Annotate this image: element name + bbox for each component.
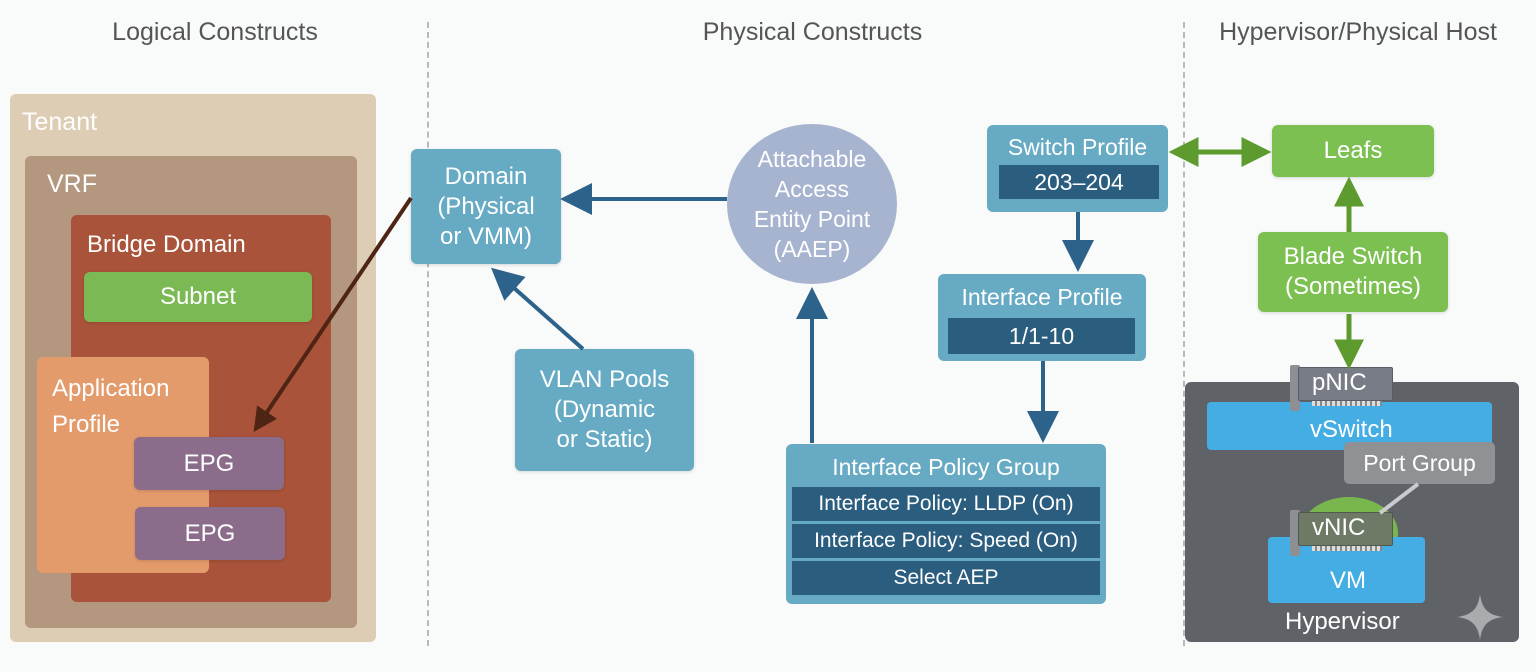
vlan-pools-label: or Static) <box>556 426 653 453</box>
arrow-domain-to-epg <box>253 196 413 432</box>
epg-label: EPG <box>184 519 236 547</box>
subnet-box[interactable]: Subnet <box>84 272 312 322</box>
interface-profile-value: 1/1-10 <box>948 318 1135 354</box>
nic-board <box>1298 512 1393 546</box>
port-group-connector <box>1378 482 1420 515</box>
pnic-card-icon[interactable]: pNIC <box>1290 365 1393 411</box>
nic-bracket <box>1290 365 1300 411</box>
divider-physical-host <box>1183 22 1185 646</box>
epg-label: EPG <box>183 449 235 477</box>
interface-policy-group-box[interactable]: Interface Policy Group Interface Policy:… <box>786 444 1106 604</box>
vnic-label: vNIC <box>1312 514 1366 541</box>
domain-box[interactable]: Domain (Physical or VMM) <box>411 149 561 264</box>
policy-row-select-aep[interactable]: Select AEP <box>792 561 1100 595</box>
policy-row-lldp[interactable]: Interface Policy: LLDP (On) <box>792 487 1100 521</box>
nic-pins <box>1312 401 1382 406</box>
blade-switch-label: Blade Switch <box>1283 243 1423 270</box>
aaep-label: Entity Point <box>753 206 871 232</box>
divider-logical-physical <box>427 22 429 646</box>
interface-policy-group-title: Interface Policy Group <box>832 454 1060 480</box>
aaep-label: Attachable <box>757 146 867 172</box>
section-title-host: Hypervisor/Physical Host <box>1219 18 1497 46</box>
leafs-label: Leafs <box>1323 137 1383 164</box>
switch-profile-box[interactable]: Switch Profile 203–204 <box>987 125 1168 212</box>
port-group-box[interactable]: Port Group <box>1344 442 1495 484</box>
nic-pins <box>1312 546 1382 551</box>
vm-label: VM <box>1330 567 1366 594</box>
domain-label: or VMM) <box>440 222 532 250</box>
vnic-card-icon[interactable]: vNIC <box>1290 510 1393 556</box>
aaep-label: (AAEP) <box>773 236 851 262</box>
vlan-pools-label: (Dynamic <box>553 396 656 423</box>
interface-profile-title: Interface Profile <box>961 284 1123 310</box>
policy-row-speed[interactable]: Interface Policy: Speed (On) <box>792 524 1100 558</box>
vlan-pools-label: VLAN Pools <box>539 366 670 393</box>
sparkle-icon <box>1457 594 1503 640</box>
leafs-box[interactable]: Leafs <box>1272 125 1434 177</box>
vrf-label: VRF <box>47 170 97 198</box>
switch-profile-value: 203–204 <box>999 165 1159 199</box>
switch-profile-title: Switch Profile <box>1007 134 1148 160</box>
epg-box[interactable]: EPG <box>134 437 284 490</box>
section-title-physical: Physical Constructs <box>702 18 923 46</box>
vlan-pools-box[interactable]: VLAN Pools (Dynamic or Static) <box>515 349 694 471</box>
nic-bracket <box>1290 510 1300 556</box>
vswitch-label: vSwitch <box>1310 416 1393 443</box>
port-group-label: Port Group <box>1363 449 1476 476</box>
interface-profile-box[interactable]: Interface Profile 1/1-10 <box>938 274 1146 361</box>
tenant-label: Tenant <box>22 108 98 136</box>
hypervisor-label: Hypervisor <box>1285 608 1400 635</box>
arrow-vlan-to-domain <box>491 267 585 351</box>
pnic-label: pNIC <box>1312 369 1367 396</box>
epg-box[interactable]: EPG <box>135 507 285 560</box>
blade-switch-box[interactable]: Blade Switch (Sometimes) <box>1258 232 1448 312</box>
domain-label: (Physical <box>437 192 535 220</box>
subnet-label: Subnet <box>159 283 237 310</box>
bridge-domain-label: Bridge Domain <box>87 231 246 258</box>
blade-switch-label: (Sometimes) <box>1284 273 1422 300</box>
section-title-logical: Logical Constructs <box>112 18 318 46</box>
domain-label: Domain <box>444 162 528 190</box>
aaep-label: Access <box>774 176 850 202</box>
aaep-circle[interactable]: Attachable Access Entity Point (AAEP) <box>727 124 897 284</box>
application-profile-label: Application Profile <box>52 375 170 438</box>
